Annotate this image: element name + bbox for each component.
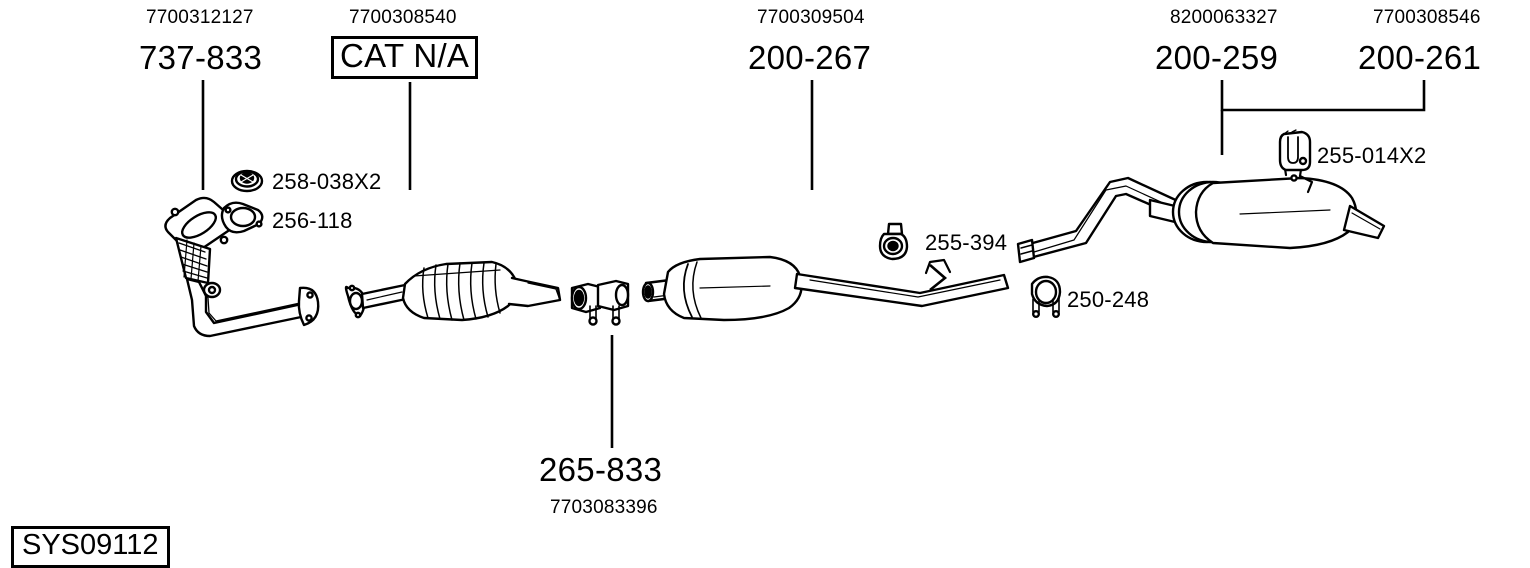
- oem-front-pipe: 7700312127: [146, 7, 254, 28]
- part-front-pipe: 737-833: [139, 39, 263, 76]
- code-exhaust-nut: 258-038X2: [272, 169, 382, 194]
- code-rubber-hanger-strap: 255-014X2: [1317, 143, 1427, 168]
- code-rubber-hanger-mount: 255-394: [925, 230, 1008, 255]
- catalytic-converter-drawing: [344, 260, 562, 322]
- oem-intermediate-pipe: 8200063327: [1170, 7, 1278, 28]
- exhaust-gasket-icon: [220, 201, 264, 234]
- centre-silencer-drawing: [641, 255, 1010, 322]
- oem-rear-silencer: 7700308546: [1373, 7, 1481, 28]
- code-u-bolt-clamp: 250-248: [1067, 287, 1150, 312]
- rear-silencer-drawing: [1148, 139, 1386, 250]
- intermediate-pipe-drawing: [1016, 176, 1182, 264]
- u-bolt-clamp-icon: [1030, 275, 1062, 319]
- rubber-hanger-strap-icon: [1278, 129, 1312, 172]
- leader-rubber-mount: [929, 264, 948, 292]
- system-code-badge: SYS09112: [11, 526, 170, 568]
- part-catalytic-converter: CAT N/A: [331, 36, 479, 79]
- connector-drawing: [570, 279, 630, 326]
- part-centre-silencer: 200-267: [748, 39, 872, 76]
- front-pipe-drawing: [164, 196, 320, 338]
- oem-catalytic-converter: 7700308540: [349, 7, 457, 28]
- code-exhaust-gasket: 256-118: [272, 208, 353, 233]
- part-rear-silencer: 200-261: [1358, 39, 1482, 76]
- oem-centre-silencer: 7700309504: [757, 7, 865, 28]
- leader-bracket-rear: [1220, 80, 1426, 112]
- part-intermediate-pipe: 200-259: [1155, 39, 1279, 76]
- exhaust-nut-icon: [230, 169, 264, 193]
- part-connector: 265-833: [539, 451, 663, 488]
- rubber-hanger-mount-icon: [878, 222, 909, 261]
- oem-connector: 7703083396: [550, 497, 658, 518]
